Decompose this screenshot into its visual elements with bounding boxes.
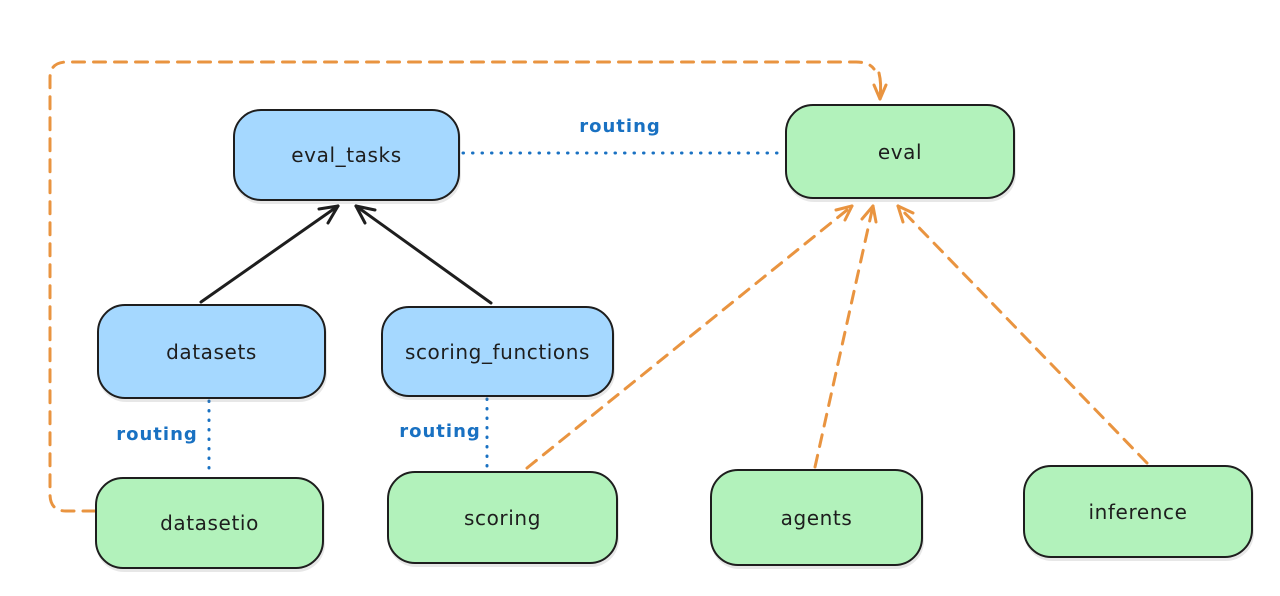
node-datasets[interactable]: datasets: [97, 304, 326, 399]
edge-agents-eval[interactable]: [813, 204, 878, 469]
edge-scoring_functions-eval_tasks[interactable]: [354, 204, 493, 305]
node-eval-tasks[interactable]: eval_tasks: [233, 109, 460, 201]
edge-label-routing-eval_tasks-eval[interactable]: routing: [579, 116, 661, 137]
edge-datasetio-eval[interactable]: [48, 60, 888, 513]
node-scoring-functions[interactable]: scoring_functions: [381, 306, 614, 397]
edge-label-routing-datasets-datasetio[interactable]: routing: [116, 424, 198, 445]
node-eval[interactable]: eval: [785, 104, 1015, 199]
node-inference[interactable]: inference: [1023, 465, 1253, 558]
node-scoring[interactable]: scoring: [387, 471, 618, 564]
node-agents[interactable]: agents: [710, 469, 923, 566]
edge-inference-eval[interactable]: [896, 204, 1149, 465]
edge-scoring-eval[interactable]: [525, 204, 854, 470]
node-datasetio[interactable]: datasetio: [95, 477, 324, 569]
edge-datasets-eval_tasks[interactable]: [199, 204, 340, 304]
edge-label-routing-scoring_functions-scoring[interactable]: routing: [399, 421, 481, 442]
